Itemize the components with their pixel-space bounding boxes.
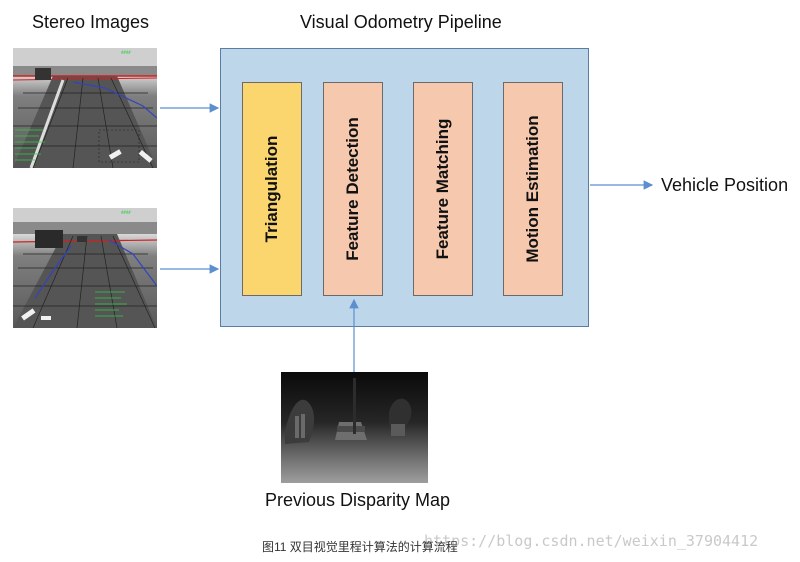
svg-text:####: ####	[121, 50, 131, 55]
stage-feature-detection: Feature Detection	[323, 82, 383, 296]
stereo-image-left: ####	[13, 48, 157, 168]
stereo-images-title: Stereo Images	[32, 12, 150, 32]
figure-caption: 图11 双目视觉里程计算法的计算流程	[262, 540, 458, 554]
watermark: https://blog.csdn.net/weixin_37904412	[424, 532, 759, 550]
disparity-map-image	[281, 372, 428, 483]
stage-feature-matching: Feature Matching	[413, 82, 473, 296]
pipeline-title: Visual Odometry Pipeline	[300, 12, 502, 32]
vehicle-position-label: Vehicle Position	[661, 175, 789, 195]
disparity-map-label: Previous Disparity Map	[265, 490, 451, 510]
stereo-image-right: ####	[13, 208, 157, 328]
svg-text:####: ####	[121, 210, 131, 215]
stage-triangulation: Triangulation	[242, 82, 302, 296]
stage-motion-estimation: Motion Estimation	[503, 82, 563, 296]
